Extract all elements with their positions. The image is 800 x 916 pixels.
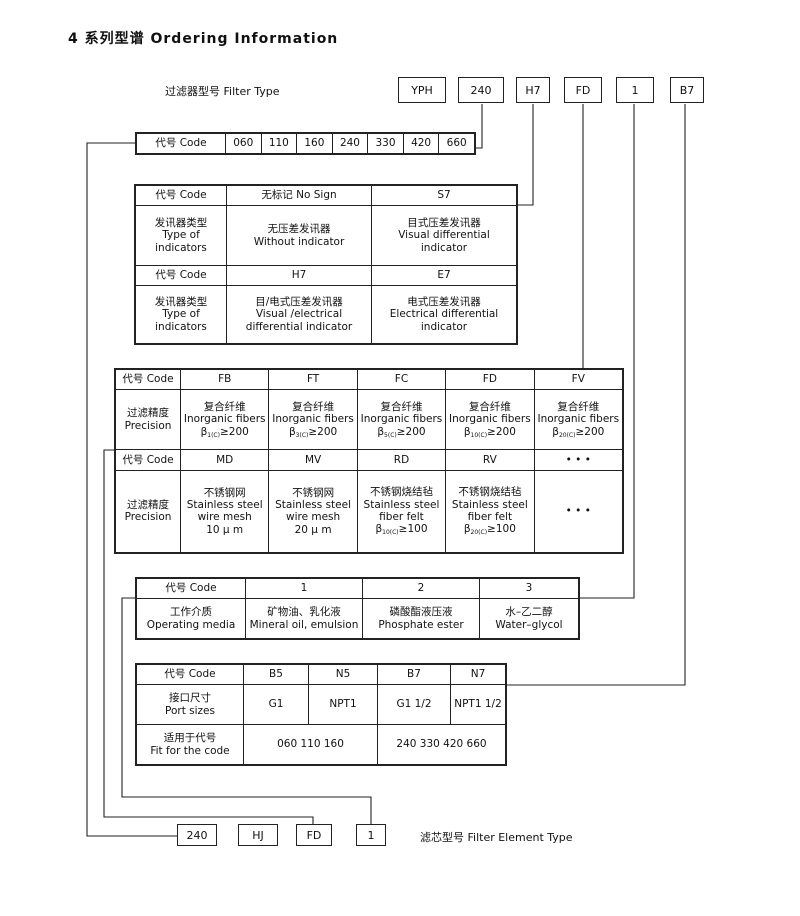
- precision-code-fb: FB: [179, 368, 270, 391]
- port-code-n7: N7: [450, 664, 506, 685]
- size-code-660: 660: [438, 133, 475, 154]
- indicator-code-header-2: 代号 Code: [135, 265, 227, 286]
- precision-code-header-2: 代号 Code: [115, 449, 181, 471]
- size-code-header: 代号 Code: [136, 133, 226, 154]
- filter-type-box-size: 240: [458, 77, 504, 103]
- port-code-b5: B5: [243, 664, 309, 685]
- media-table: 代号 Code 1 2 3 工作介质 Operating media 矿物油、乳…: [135, 577, 580, 640]
- connector-element-size: [86, 142, 177, 837]
- size-code-table: 代号 Code 060 110 160 240 330 420 660: [135, 132, 476, 155]
- indicator-type-header-1: 发讯器类型 Type of indicators: [135, 205, 227, 266]
- precision-code-ft: FT: [268, 368, 358, 391]
- media-value-phosphate-ester: 磷酸酯液压液 Phosphate ester: [362, 598, 480, 639]
- filter-type-label: 过滤器型号 Filter Type: [165, 85, 280, 98]
- size-code-110: 110: [260, 133, 298, 154]
- media-code-3: 3: [479, 578, 579, 599]
- connector-size: [475, 104, 483, 149]
- indicator-table: 代号 Code 无标记 No Sign S7 发讯器类型 Type of ind…: [134, 184, 518, 345]
- element-box-hj: HJ: [238, 824, 278, 846]
- filter-type-box-port: B7: [670, 77, 704, 103]
- size-code-420: 420: [402, 133, 440, 154]
- size-code-330: 330: [367, 133, 404, 154]
- filter-type-box-precision: FD: [564, 77, 602, 103]
- precision-code-fc: FC: [356, 368, 447, 391]
- port-code-header: 代号 Code: [136, 664, 244, 685]
- port-fit-large: 240 330 420 660: [377, 724, 506, 765]
- connector-port: [506, 104, 686, 686]
- precision-code-fd: FD: [445, 368, 535, 391]
- media-value-mineral-oil: 矿物油、乳化液 Mineral oil, emulsion: [245, 598, 363, 639]
- media-value-water-glycol: 水–乙二醇 Water–glycol: [479, 598, 579, 639]
- precision-cell-md: 不锈钢网 Stainless steel wire mesh 10 μ m: [179, 469, 270, 554]
- precision-cell-rd: 不锈钢烧结毡 Stainless steel fiber felt β10(C)…: [356, 469, 447, 554]
- precision-cell-fv: 复合纤维 Inorganic fibers β20(C)≥200: [533, 389, 624, 451]
- precision-code-rv: RV: [445, 449, 535, 471]
- precision-cell-fd: 复合纤维 Inorganic fibers β10(C)≥200: [445, 389, 535, 451]
- port-size-npt1: NPT1: [308, 684, 378, 725]
- precision-cell-mv: 不锈钢网 Stainless steel wire mesh 20 μ m: [268, 469, 358, 554]
- page-title: 4 系列型谱 Ordering Information: [68, 31, 339, 47]
- indicator-code-h7: H7: [226, 265, 372, 286]
- port-code-n5: N5: [308, 664, 378, 685]
- media-code-2: 2: [362, 578, 480, 599]
- element-box-size: 240: [177, 824, 217, 846]
- size-code-160: 160: [296, 133, 333, 154]
- element-type-label: 滤芯型号 Filter Element Type: [420, 831, 573, 844]
- port-code-b7: B7: [377, 664, 451, 685]
- media-header: 工作介质 Operating media: [136, 598, 246, 639]
- precision-code-fv: FV: [533, 368, 624, 391]
- precision-code-md: MD: [179, 449, 270, 471]
- element-box-media: 1: [356, 824, 386, 846]
- precision-cell-rv: 不锈钢烧结毡 Stainless steel fiber felt β20(C)…: [445, 469, 535, 554]
- indicator-desc-electrical: 电式压差发讯器 Electrical differential indicato…: [371, 285, 517, 344]
- precision-cell-more: • • •: [533, 469, 624, 554]
- connector-media: [579, 104, 635, 599]
- port-size-g1-1-2: G1 1/2: [377, 684, 451, 725]
- port-fit-small: 060 110 160: [243, 724, 378, 765]
- precision-code-rd: RD: [356, 449, 447, 471]
- port-table: 代号 Code B5 N5 B7 N7 接口尺寸 Port sizes G1 N…: [135, 663, 507, 766]
- media-code-header: 代号 Code: [136, 578, 246, 599]
- filter-type-box-media: 1: [616, 77, 654, 103]
- size-code-240: 240: [331, 133, 369, 154]
- precision-table: 代号 Code FB FT FC FD FV 过滤精度 Precision 复合…: [114, 368, 624, 554]
- connector-indicator: [517, 104, 534, 206]
- precision-cell-fc: 复合纤维 Inorganic fibers β5(C)≥200: [356, 389, 447, 451]
- indicator-desc-without: 无压差发讯器 Without indicator: [226, 205, 372, 266]
- precision-code-more: • • •: [533, 449, 624, 471]
- filter-type-box-indicator: H7: [516, 77, 550, 103]
- precision-cell-ft: 复合纤维 Inorganic fibers β3(C)≥200: [268, 389, 358, 451]
- port-size-g1: G1: [243, 684, 309, 725]
- indicator-code-header-1: 代号 Code: [135, 185, 227, 206]
- precision-code-mv: MV: [268, 449, 358, 471]
- precision-cell-fb: 复合纤维 Inorganic fibers β1(C)≥200: [179, 389, 270, 451]
- connector-element-media: [121, 597, 372, 824]
- indicator-code-s7: S7: [371, 185, 517, 206]
- connector-element-precision: [103, 449, 314, 824]
- indicator-code-e7: E7: [371, 265, 517, 286]
- indicator-code-no-sign: 无标记 No Sign: [226, 185, 372, 206]
- size-code-060: 060: [225, 133, 262, 154]
- precision-code-header-1: 代号 Code: [115, 368, 181, 391]
- precision-header-1: 过滤精度 Precision: [115, 389, 181, 451]
- media-code-1: 1: [245, 578, 363, 599]
- indicator-type-header-2: 发讯器类型 Type of indicators: [135, 285, 227, 344]
- port-size-npt1-1-2: NPT1 1/2: [450, 684, 506, 725]
- port-size-header: 接口尺寸 Port sizes: [136, 684, 244, 725]
- port-fit-header: 适用于代号 Fit for the code: [136, 724, 244, 765]
- indicator-desc-visual: 目式压差发讯器 Visual differential indicator: [371, 205, 517, 266]
- indicator-desc-visual-electrical: 目/电式压差发讯器 Visual /electrical differentia…: [226, 285, 372, 344]
- precision-header-2: 过滤精度 Precision: [115, 469, 181, 554]
- filter-type-box-series: YPH: [398, 77, 446, 103]
- element-box-precision: FD: [296, 824, 332, 846]
